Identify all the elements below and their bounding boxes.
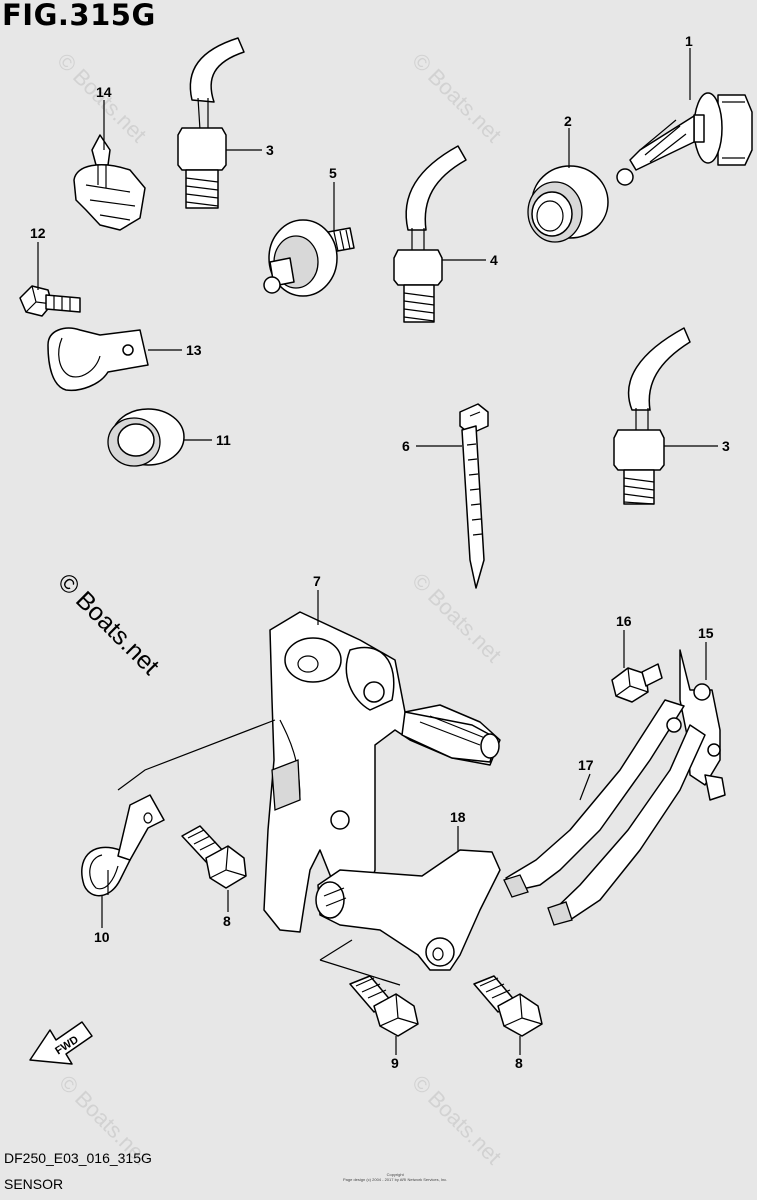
leader-lines [37,48,718,1055]
callout-3: 3 [722,438,730,454]
copyright-line-1: Copyright [386,1172,404,1177]
figure-code: DF250_E03_016_315G [4,1150,152,1166]
part-5-knock-sensor[interactable] [263,219,355,297]
callout-4: 4 [490,252,498,268]
callout-7: 7 [313,573,321,589]
callout-17: 17 [578,757,594,773]
callout-18: 18 [450,809,466,825]
part-12-bolt[interactable] [19,285,81,317]
part-14-clip[interactable] [73,134,146,231]
callout-1: 1 [685,33,693,49]
callout-numbers: 1 2 3 3 4 5 6 7 8 8 9 10 11 12 13 14 15 … [30,33,730,1071]
part-15-bracket[interactable] [679,649,726,801]
part-10-clip[interactable] [81,794,165,897]
part-4-sensor[interactable] [393,145,467,323]
part-8-bolt-right[interactable] [473,975,543,1037]
callout-9: 9 [391,1055,399,1071]
part-3-sensor-upper[interactable] [177,37,245,209]
callout-15: 15 [698,625,714,641]
callout-12: 12 [30,225,46,241]
copyright-notice: Copyright Page design (c) 2004 - 2017 by… [343,1172,447,1182]
callout-16: 16 [616,613,632,629]
callout-13: 13 [186,342,202,358]
part-11-grommet[interactable] [107,408,185,467]
figure-caption: SENSOR [4,1176,64,1192]
fwd-arrow: FWD [29,1021,93,1065]
figure-title: FIG.315G [2,0,156,32]
part-1-sensor[interactable] [616,92,753,186]
part-13-clamp[interactable] [47,327,149,392]
part-6-cable-tie[interactable] [459,403,489,589]
callout-14: 14 [96,84,112,100]
copyright-line-2: Page design (c) 2004 - 2017 by ARI Netwo… [343,1177,448,1182]
callout-10: 10 [94,929,110,945]
callout-6: 6 [402,438,410,454]
part-16-bolt[interactable] [611,663,663,703]
callout-8: 8 [223,913,231,929]
part-18-bracket[interactable] [315,849,501,971]
callout-8: 8 [515,1055,523,1071]
callout-11: 11 [216,432,231,448]
part-3-sensor-right[interactable] [613,327,691,505]
callout-2: 2 [564,113,572,129]
part-7-bracket[interactable] [263,611,501,933]
callout-5: 5 [329,165,337,181]
part-9-bolt[interactable] [349,975,419,1037]
callout-3: 3 [266,142,274,158]
part-17-link[interactable] [503,699,706,926]
part-2-grommet[interactable] [527,165,609,243]
part-8-bolt-left[interactable] [181,825,247,889]
